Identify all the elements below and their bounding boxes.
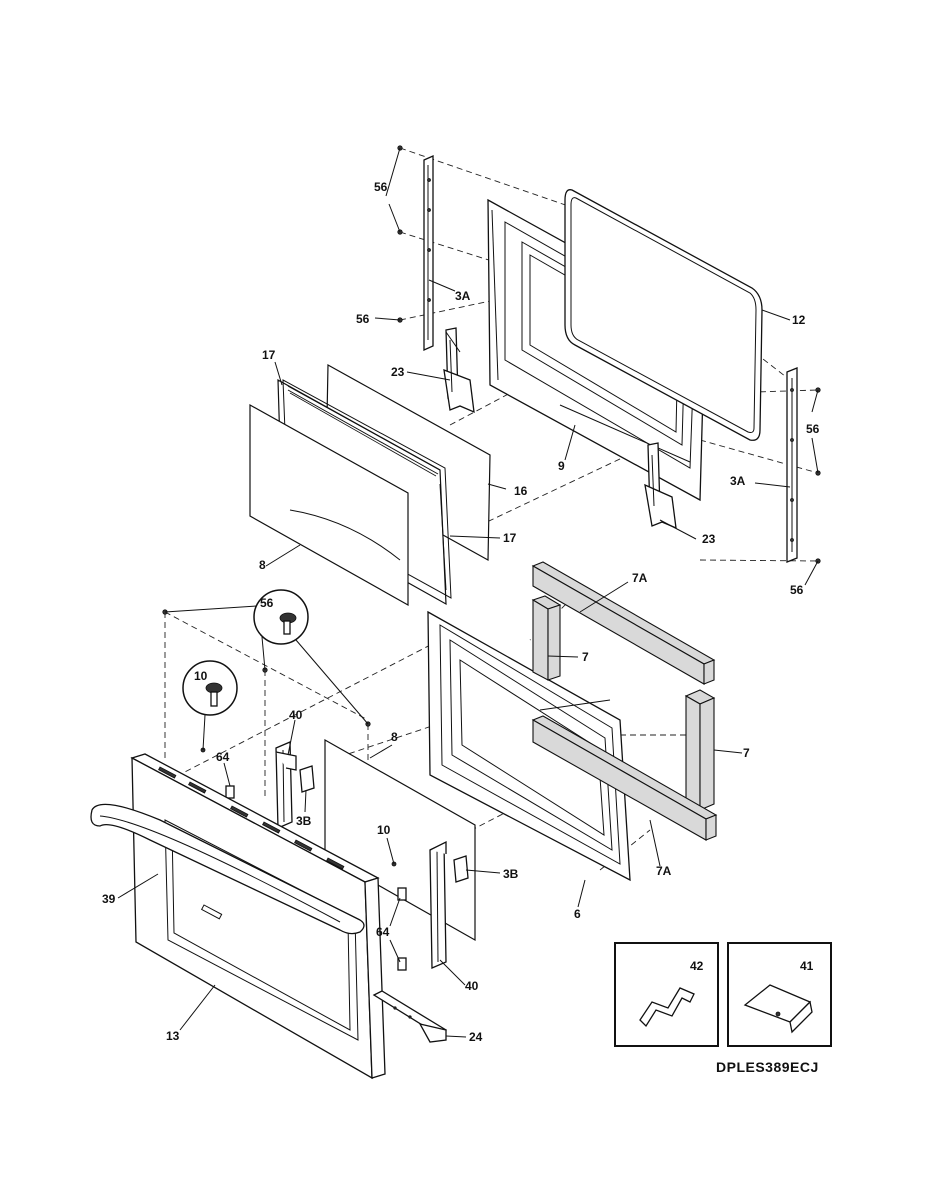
bracket-3b-right — [453, 855, 469, 883]
glass-panel-8-upper — [249, 403, 409, 607]
label-6: 6 — [574, 907, 581, 921]
label-39: 39 — [102, 892, 116, 906]
label-17-b: 17 — [503, 531, 517, 545]
label-56-a: 56 — [374, 180, 388, 194]
channel-40-left — [275, 741, 297, 829]
label-8-a: 8 — [259, 558, 266, 572]
label-56-c: 56 — [806, 422, 820, 436]
hinge-rail-3a-left — [423, 154, 434, 352]
insulation-7a-bottom — [531, 715, 718, 841]
label-10-a: 10 — [194, 669, 208, 683]
callout-screw-56 — [164, 589, 369, 725]
door-hinge-23-lower — [644, 442, 677, 530]
part-labels: 56 3A 56 12 17 23 9 56 3A 16 17 23 8 56 … — [102, 180, 820, 1075]
label-40-b: 40 — [465, 979, 479, 993]
label-12: 12 — [792, 313, 806, 327]
insulation-7-right — [684, 689, 716, 811]
label-56-d: 56 — [790, 583, 804, 597]
label-23-b: 23 — [702, 532, 716, 546]
label-7-a: 7 — [582, 650, 589, 664]
label-9: 9 — [558, 459, 565, 473]
label-42: 42 — [690, 959, 704, 973]
label-3b-b: 3B — [503, 867, 519, 881]
label-24: 24 — [469, 1030, 483, 1044]
label-13: 13 — [166, 1029, 180, 1043]
outer-door-frame-6 — [427, 610, 631, 882]
label-64-b: 64 — [376, 925, 390, 939]
label-17-a: 17 — [262, 348, 276, 362]
door-handle-39 — [90, 803, 365, 935]
insulation-7a-top — [531, 561, 716, 685]
diagram-code: DPLES389ECJ — [716, 1059, 819, 1075]
label-7-b: 7 — [743, 746, 750, 760]
clip-64-lower — [397, 887, 407, 971]
channel-40-right — [429, 840, 447, 969]
leader-lines — [117, 147, 819, 1038]
label-41: 41 — [800, 959, 814, 973]
insulation-7-left — [531, 595, 562, 681]
door-gasket-12 — [564, 189, 763, 441]
door-hinge-23-upper — [443, 327, 475, 414]
label-64-a: 64 — [216, 750, 230, 764]
inset-part-41 — [727, 942, 832, 1047]
label-7a-bottom: 7A — [656, 864, 672, 878]
label-16: 16 — [514, 484, 528, 498]
bracket-3b-left — [299, 765, 315, 793]
label-40-a: 40 — [289, 708, 303, 722]
hinge-bracket-24 — [372, 990, 448, 1043]
label-3a-top: 3A — [455, 289, 471, 303]
clip-64-upper — [225, 785, 235, 799]
label-7a-top: 7A — [632, 571, 648, 585]
label-56-e: 56 — [260, 596, 274, 610]
label-23-a: 23 — [391, 365, 405, 379]
callout-screw-10 — [182, 660, 238, 751]
label-3a-right: 3A — [730, 474, 746, 488]
hinge-rail-3a-right — [786, 367, 798, 563]
label-56-b: 56 — [356, 312, 370, 326]
label-10-b: 10 — [377, 823, 391, 837]
inset-part-42 — [614, 942, 719, 1047]
label-3b-a: 3B — [296, 814, 312, 828]
label-8-b: 8 — [391, 730, 398, 744]
